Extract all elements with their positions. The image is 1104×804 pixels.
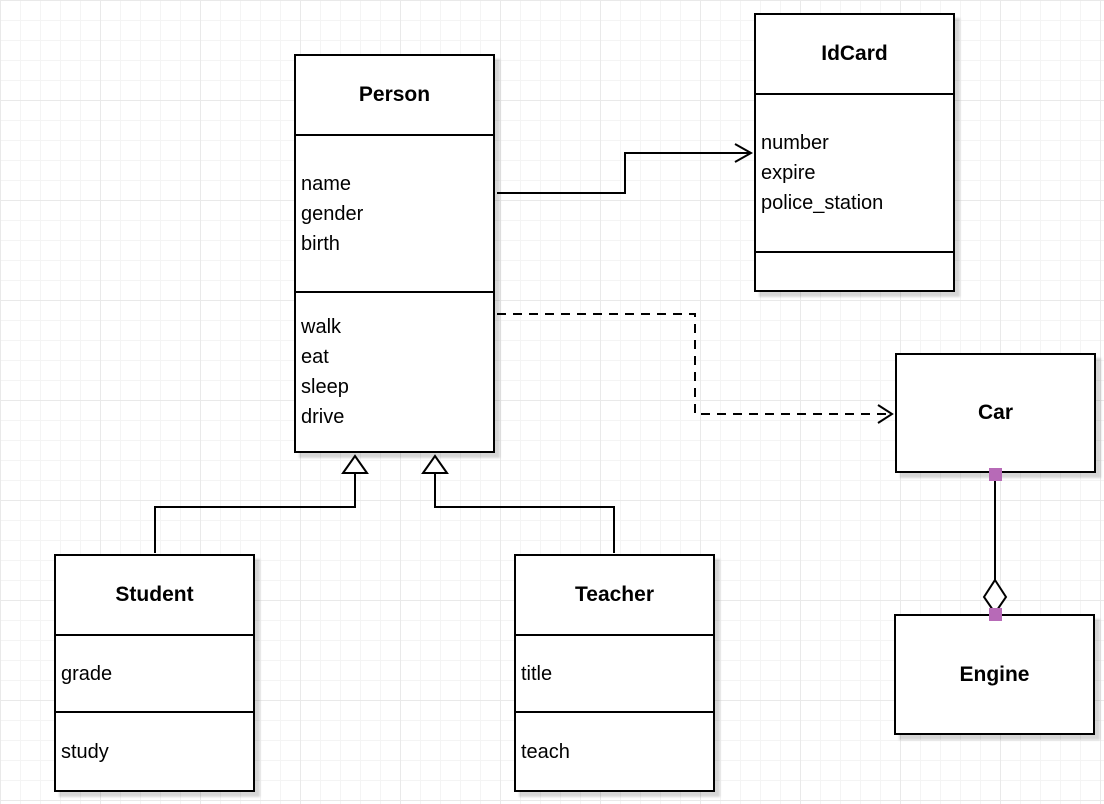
attribute: grade	[61, 662, 113, 685]
class-student-title: Student	[115, 583, 194, 606]
class-person[interactable]: Person name gender birth walk eat sleep …	[294, 54, 495, 453]
attribute: birth	[301, 232, 340, 255]
edge-association-person-idcard[interactable]	[497, 152, 750, 194]
class-student-attributes: grade	[56, 634, 253, 711]
class-student-methods: study	[56, 711, 253, 790]
class-car[interactable]: Car	[895, 353, 1096, 473]
class-engine-title: Engine	[959, 662, 1030, 686]
class-student[interactable]: Student grade study	[54, 554, 255, 792]
open-arrowhead-idcard	[734, 143, 754, 163]
attribute: police_station	[761, 192, 884, 214]
method: drive	[301, 406, 345, 428]
class-teacher-methods: teach	[516, 711, 713, 790]
class-idcard[interactable]: IdCard number expire police_station	[754, 13, 955, 292]
open-arrowhead-car	[877, 404, 894, 424]
class-idcard-attributes: number expire police_station	[756, 93, 953, 251]
hollow-triangle-student	[341, 454, 369, 474]
attribute: name	[301, 172, 352, 195]
edge-generalization-student-person[interactable]	[154, 473, 356, 553]
class-person-attributes: name gender birth	[296, 134, 493, 291]
class-teacher-attributes: title	[516, 634, 713, 711]
method: eat	[301, 346, 329, 368]
method: walk	[301, 316, 342, 338]
hollow-triangle-teacher	[421, 454, 449, 474]
edge-dependency-person-car[interactable]	[497, 313, 890, 415]
method: teach	[521, 740, 570, 763]
method: sleep	[301, 376, 349, 398]
class-engine[interactable]: Engine	[894, 614, 1095, 735]
class-idcard-title: IdCard	[821, 42, 888, 65]
class-teacher[interactable]: Teacher title teach	[514, 554, 715, 792]
class-idcard-methods	[756, 251, 953, 290]
connection-point-car-bottom[interactable]	[989, 468, 1002, 481]
attribute: expire	[761, 162, 816, 184]
attribute: number	[761, 132, 829, 154]
attribute: gender	[301, 202, 364, 225]
edge-generalization-teacher-person[interactable]	[434, 473, 615, 553]
method: study	[61, 740, 109, 763]
class-person-methods: walk eat sleep drive	[296, 291, 493, 451]
attribute: title	[521, 662, 553, 685]
class-car-title: Car	[977, 401, 1014, 424]
class-person-title: Person	[358, 83, 431, 106]
class-teacher-title: Teacher	[575, 583, 654, 606]
connection-point-engine-top[interactable]	[989, 608, 1002, 621]
